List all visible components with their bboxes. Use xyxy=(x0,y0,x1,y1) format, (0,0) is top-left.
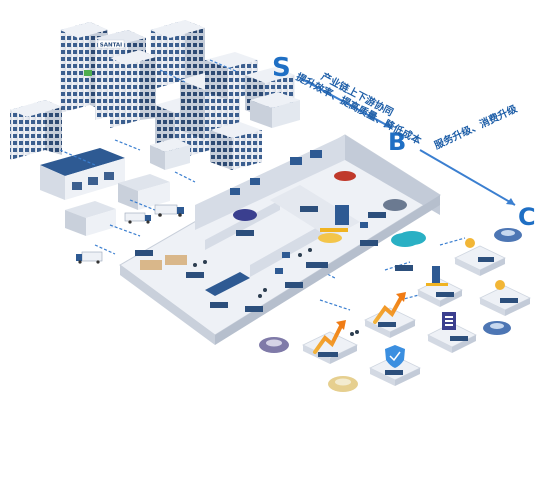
delivery-truck xyxy=(154,204,184,217)
b-to-c-arrow xyxy=(419,149,516,206)
area-label-tags xyxy=(135,206,413,312)
c-zone-tiles xyxy=(302,228,531,386)
benefit-tile xyxy=(479,280,531,316)
consumer-car xyxy=(483,321,511,335)
supplier-tower-cluster: SANTAI xyxy=(10,20,205,160)
slogan-s-to-b-line2: 提升效率、提高质量、降低成本 xyxy=(294,70,425,148)
slogan-s-to-b: 产业链上下游协同 提升效率、提高质量、降低成本 xyxy=(294,70,425,148)
benefit-tile xyxy=(417,266,463,307)
delivery-truck xyxy=(124,212,151,224)
factory-group xyxy=(40,148,170,236)
benefit-tile xyxy=(454,238,506,276)
shield-icon xyxy=(385,345,405,368)
slogan-b-to-c-text: 服务升级、消费升级 xyxy=(432,102,520,152)
stage-letter-b: B xyxy=(388,128,406,156)
delivery-truck xyxy=(76,251,103,264)
coin-icon xyxy=(465,238,475,248)
benefit-tile xyxy=(302,320,359,364)
growth-arrow-icon xyxy=(313,322,344,354)
benefit-tile xyxy=(364,292,416,338)
stage-letter-s: S xyxy=(272,53,291,83)
benefit-tile xyxy=(369,345,421,386)
slogan-b-to-c: 服务升级、消费升级 xyxy=(432,102,520,152)
stage-letter-c: C xyxy=(518,203,536,231)
benefit-tile xyxy=(427,312,477,353)
consumer-car xyxy=(259,337,289,353)
coin-icon xyxy=(495,280,505,290)
s-to-b-arrow xyxy=(299,77,393,129)
consumer-car xyxy=(328,376,358,392)
consumer-car xyxy=(398,231,426,245)
building-sign: SANTAI xyxy=(100,43,122,49)
growth-arrow-icon xyxy=(373,294,404,324)
mid-building-cluster xyxy=(150,52,300,170)
consumer-car xyxy=(494,228,522,242)
